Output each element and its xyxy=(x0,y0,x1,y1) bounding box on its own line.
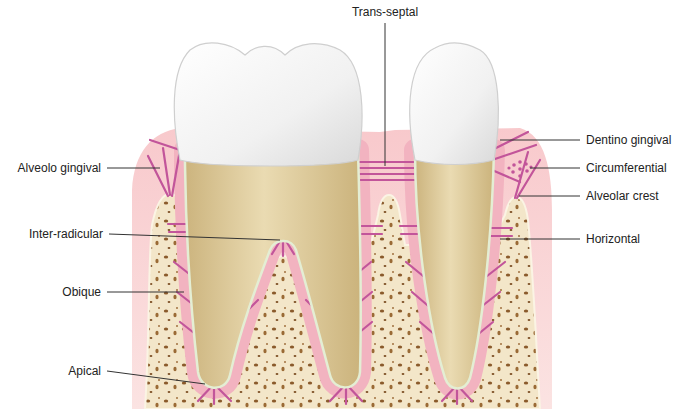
part-label: Inter-radicular xyxy=(27,227,105,241)
tooth-roots xyxy=(185,150,494,389)
part-label: Dentino gingival xyxy=(584,133,673,147)
circumferential-fibres xyxy=(507,160,532,178)
part-label: Alveolo gingival xyxy=(16,161,103,175)
part-label: Trans-septal xyxy=(350,5,420,19)
tooth-crowns xyxy=(174,43,498,166)
part-label: Horizontal xyxy=(584,232,642,246)
leader-lines xyxy=(107,23,580,384)
gingiva xyxy=(132,128,552,409)
ligament-fibres xyxy=(148,132,540,404)
part-label: Apical xyxy=(66,364,103,378)
part-label: Obique xyxy=(60,285,103,299)
periodontal-ligament xyxy=(185,150,494,389)
part-label: Alveolar crest xyxy=(584,189,661,203)
part-label: Circumferential xyxy=(584,161,669,175)
